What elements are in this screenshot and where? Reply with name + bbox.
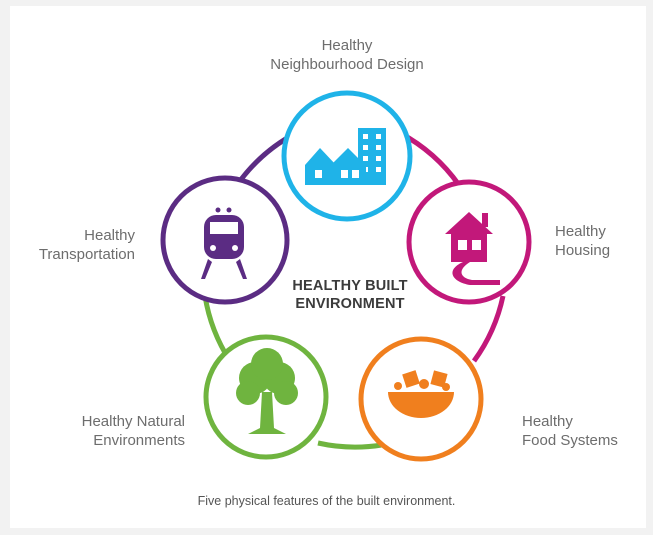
train-icon — [201, 207, 247, 279]
caption: Five physical features of the built envi… — [197, 494, 456, 508]
node-transport — [160, 175, 290, 305]
buildings-icon — [305, 128, 386, 185]
food-bowl-icon — [388, 370, 454, 418]
diagram-card — [10, 6, 646, 528]
ring-arc-housing-food — [471, 295, 506, 363]
tree-icon — [236, 348, 298, 434]
node-housing — [406, 179, 532, 305]
node-food — [358, 336, 484, 462]
node-natural — [203, 334, 329, 460]
node-neighbourhood — [281, 90, 413, 222]
house-icon — [445, 212, 500, 285]
